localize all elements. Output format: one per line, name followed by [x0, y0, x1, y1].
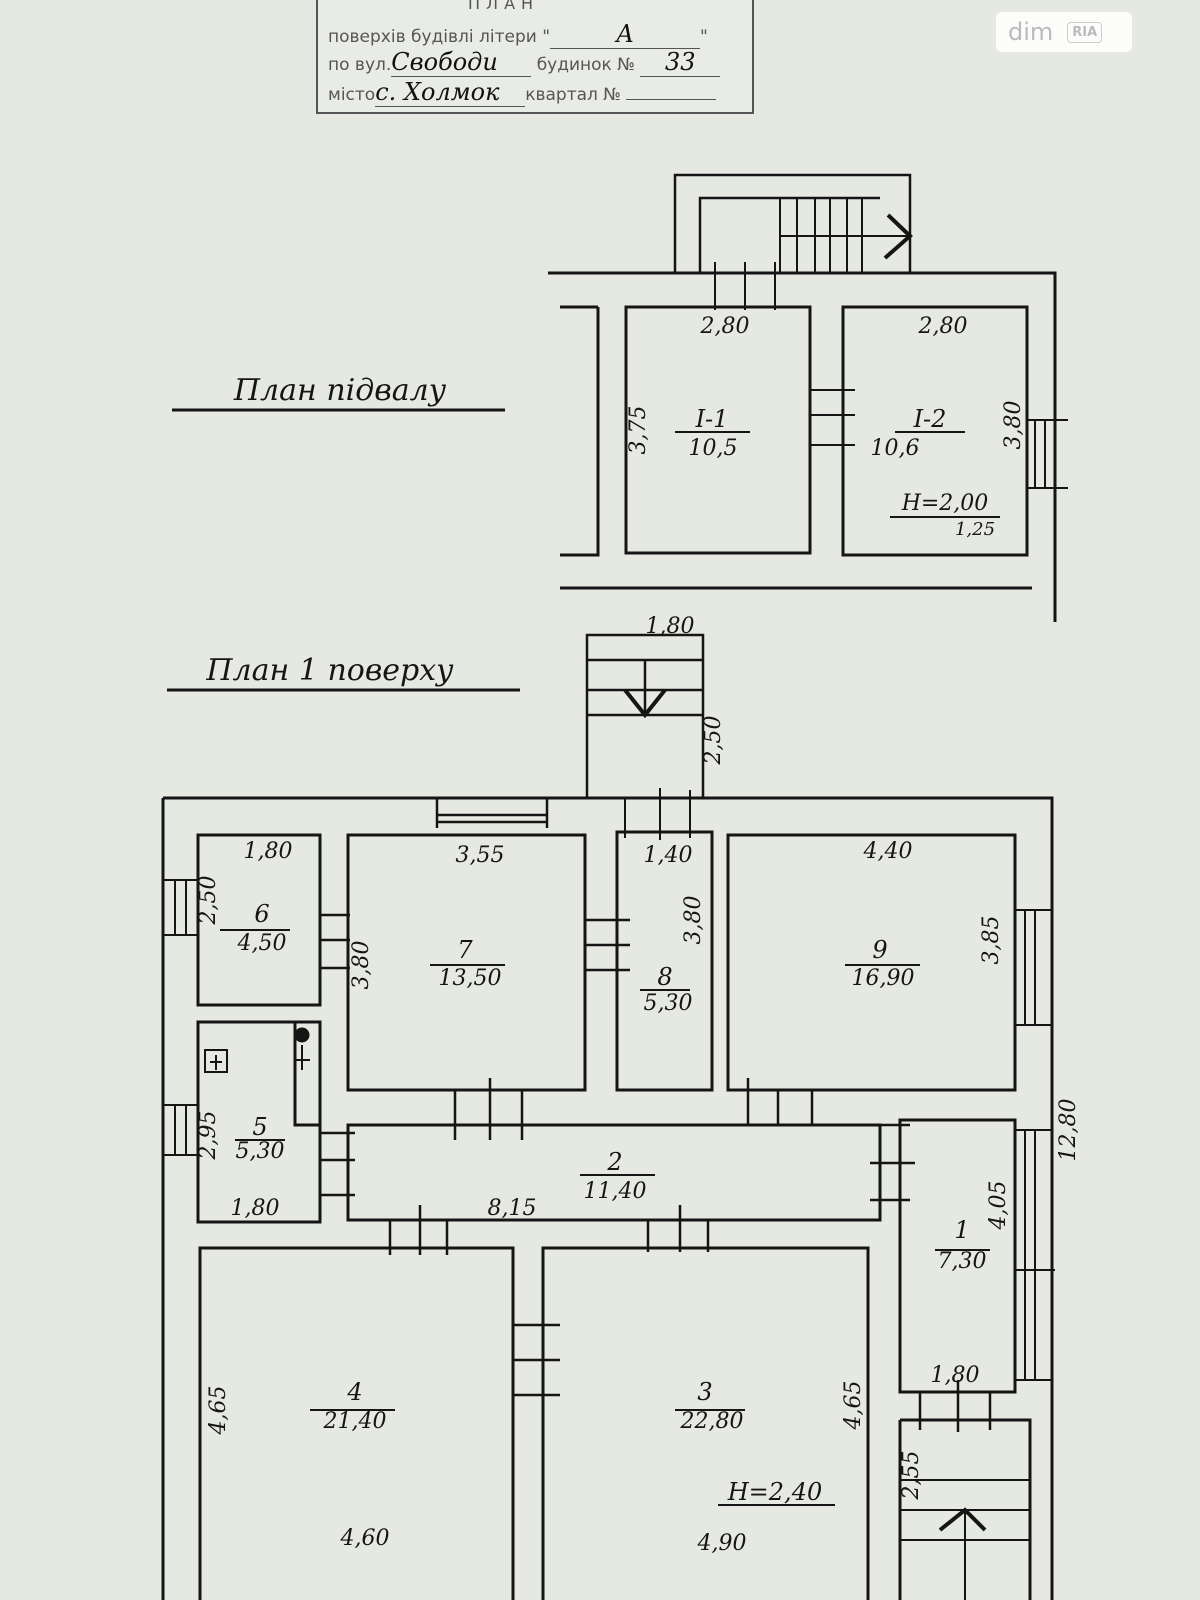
form-label-floors: поверхів будівлі літери " [328, 27, 551, 47]
form-label-block: квартал № [525, 85, 621, 105]
building-letter: А [550, 20, 701, 49]
walls [161, 173, 1068, 1600]
form-label-house: будинок № [536, 55, 635, 75]
street-value: Свободи [391, 48, 532, 77]
form-label-street: по вул. [328, 55, 392, 75]
dimension-label: 2,80 [700, 314, 750, 339]
room-area: 13,50 [439, 966, 502, 991]
room-number: 4 [346, 1378, 362, 1406]
dimension-label: 4,60 [340, 1526, 390, 1551]
room-area: 7,30 [938, 1249, 987, 1274]
dimension-label: 3,80 [349, 941, 374, 990]
room-area: 4,50 [237, 931, 287, 956]
room-area: 11,40 [584, 1179, 647, 1204]
basement-title: План підвалу [233, 373, 447, 408]
watermark-text: dim [1008, 18, 1054, 46]
room-number: 5 [252, 1113, 267, 1141]
height-note: H=2,00 [901, 491, 989, 516]
room-number: 3 [697, 1378, 712, 1406]
room-number: I-1 [695, 405, 729, 433]
room-number: 9 [872, 936, 887, 964]
dimension-label: 2,95 [196, 1111, 221, 1161]
room-number: 7 [457, 936, 473, 964]
room-number: I-2 [913, 405, 947, 433]
room-area: 21,40 [323, 1409, 387, 1434]
house-number: 33 [640, 48, 721, 77]
form-quote: " [700, 27, 708, 47]
dimension-label: 1,80 [646, 614, 695, 639]
dimension-label: 4,90 [697, 1531, 747, 1556]
dimension-label: 3,55 [456, 843, 505, 868]
room-area: 16,90 [852, 966, 915, 991]
height-note: H=2,40 [727, 1478, 822, 1506]
room-area: 10,6 [871, 436, 920, 461]
room-number: 6 [254, 900, 269, 928]
room-number: 8 [657, 963, 672, 991]
block-number [626, 99, 717, 100]
dimension-label: 1,80 [231, 1196, 280, 1221]
dimension-label: 8,15 [488, 1196, 537, 1221]
dimension-label: 1,80 [244, 839, 293, 864]
room-number: 1 [954, 1216, 969, 1244]
header-form: ПЛАН поверхів будівлі літери "А" по вул.… [316, 0, 754, 114]
dimension-label: 2,50 [701, 716, 726, 766]
dimension-label: 4,40 [863, 839, 913, 864]
floor1-title: План 1 поверху [205, 653, 454, 688]
dimension-label: 2,50 [196, 876, 221, 926]
form-title: ПЛАН [468, 0, 540, 13]
dimension-label: 2,80 [918, 314, 968, 339]
dimension-label: 12,80 [1056, 1099, 1081, 1162]
room-area: 10,5 [689, 436, 738, 461]
form-label-city: місто [328, 85, 376, 105]
height-note: 1,25 [955, 519, 995, 540]
dimension-label: 1,80 [931, 1363, 980, 1388]
city-value: с. Холмок [375, 78, 526, 107]
room-area: 5,30 [236, 1139, 285, 1164]
dimension-label: 4,65 [206, 1386, 231, 1436]
dimension-label: 4,65 [841, 1381, 866, 1431]
room-number: 2 [606, 1148, 622, 1176]
watermark-logo: dim RIA [996, 12, 1132, 52]
dimension-label: 3,75 [626, 406, 651, 455]
dimension-label: 3,80 [1001, 401, 1026, 450]
dimension-label: 3,80 [681, 896, 706, 945]
room-area: 22,80 [680, 1409, 744, 1434]
watermark-badge: RIA [1067, 21, 1103, 43]
room-area: 5,30 [644, 991, 693, 1016]
dimension-label: 2,55 [899, 1451, 924, 1501]
dimension-label: 1,40 [644, 843, 693, 868]
dimension-label: 4,05 [986, 1181, 1011, 1231]
dimension-label: 3,85 [979, 916, 1004, 965]
